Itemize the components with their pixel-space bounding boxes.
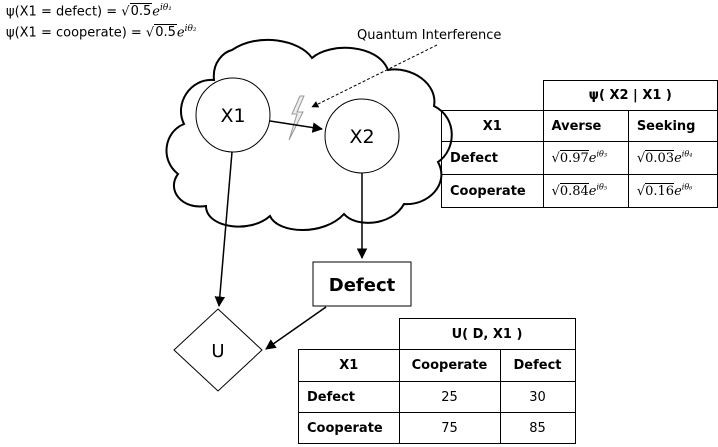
quantum-interference-label: Quantum Interference: [357, 28, 501, 43]
psi-table-title: ψ( X2 | X1 ): [542, 80, 718, 111]
node-x1-label: X1: [220, 105, 245, 127]
utility-node-label: U: [211, 341, 224, 362]
psi-averse-value: √0.97eiθ₃: [542, 141, 629, 175]
equation-coop-sqrt: 0.5: [154, 24, 177, 41]
utility-table-col-cooperate: Cooperate: [398, 349, 501, 382]
equation-cooperate: ψ(X1 = cooperate) = √0.5eiθ₂: [6, 24, 197, 41]
psi-row-label: Defect: [441, 141, 544, 175]
node-x2-label: X2: [349, 126, 374, 148]
psi-averse-value: √0.84eiθ₅: [542, 174, 629, 208]
table-row: Defect 25 30: [298, 381, 576, 413]
psi-table-col-averse: Averse: [542, 110, 629, 142]
psi-table: ψ( X2 | X1 ) X1 Averse Seeking Defect √0…: [441, 80, 718, 208]
arrow-x1-to-utility: [214, 151, 233, 308]
arrow-x1-to-x2: [269, 120, 324, 133]
utility-node-diamond: [173, 308, 263, 392]
psi-seeking-value: √0.03eiθ₄: [627, 141, 718, 175]
equation-defect: ψ(X1 = defect) = √0.5eiθ₁: [6, 3, 172, 20]
equation-defect-sqrt: 0.5: [129, 3, 153, 20]
decision-node-label: Defect: [329, 275, 396, 296]
table-row: Defect √0.97eiθ₃ √0.03eiθ₄: [441, 141, 718, 175]
psi-table-col-seeking: Seeking: [627, 110, 718, 142]
psi-seeking-value: √0.16eiθ₆: [627, 174, 718, 208]
equation-defect-exp: iθ₁: [159, 3, 172, 13]
psi-row-label: Cooperate: [441, 174, 544, 208]
psi-table-row-header: X1: [441, 110, 544, 142]
utility-table-title: U( D, X1 ): [398, 318, 576, 350]
utility-table-row-header: X1: [298, 349, 400, 382]
table-row: Cooperate 75 85: [298, 412, 576, 444]
utility-table-col-defect: Defect: [499, 349, 576, 382]
table-row: Cooperate √0.84eiθ₅ √0.16eiθ₆: [441, 174, 718, 208]
utility-cooperate-value: 25: [398, 381, 501, 413]
interference-dashed-arrow: [311, 44, 438, 108]
utility-row-label: Defect: [298, 381, 400, 413]
decision-node-box: [312, 261, 412, 307]
utility-cooperate-value: 75: [398, 412, 501, 444]
equation-coop-lhs: ψ(X1 = cooperate) =: [6, 25, 146, 41]
equation-defect-lhs: ψ(X1 = defect) =: [6, 4, 122, 20]
lightning-icon: [288, 95, 305, 141]
node-x1-circle: [195, 77, 271, 153]
utility-defect-value: 85: [499, 412, 576, 444]
utility-table: U( D, X1 ) X1 Cooperate Defect Defect 25…: [298, 318, 576, 444]
arrow-decision-to-utility: [265, 306, 327, 350]
equation-coop-exp: iθ₂: [184, 24, 197, 34]
utility-row-label: Cooperate: [298, 412, 400, 444]
utility-defect-value: 30: [499, 381, 576, 413]
